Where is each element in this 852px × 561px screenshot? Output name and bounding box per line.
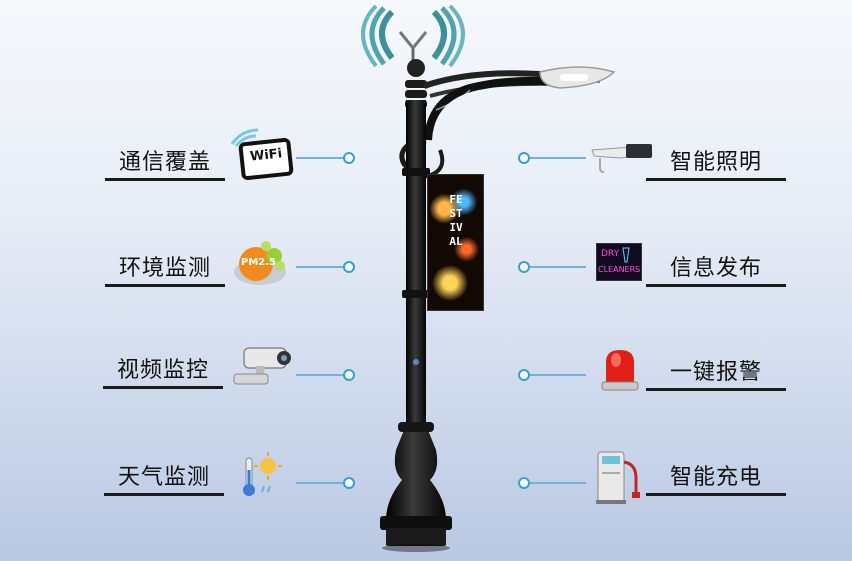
feature-label-communication: 通信覆盖 — [105, 144, 225, 181]
smart-pole — [361, 4, 616, 552]
streetlight-icon — [588, 140, 658, 176]
feature-label-environment: 环境监测 — [105, 250, 225, 287]
festival-banner: FESTIVAL — [427, 174, 484, 311]
connector-node — [518, 152, 530, 164]
antenna-icon — [361, 4, 465, 68]
led-sign-line1: DRY — [601, 249, 620, 259]
wifi-icon: WiFi — [228, 126, 294, 182]
feature-label-alarm: 一键报警 — [646, 354, 786, 391]
connector-line — [296, 482, 344, 484]
weather-icon — [238, 452, 282, 500]
led-sign-line2: CLEANERS — [598, 265, 641, 274]
feature-label-charging: 智能充电 — [646, 459, 786, 496]
charger-icon — [596, 448, 642, 506]
connector-line — [530, 157, 586, 159]
feature-label-lighting: 智能照明 — [646, 144, 786, 181]
connector-line — [296, 374, 344, 376]
connector-node — [343, 369, 355, 381]
led-sign-icon: DRY CLEANERS — [596, 243, 642, 281]
connector-node — [518, 477, 530, 489]
pm25-icon: PM2.5 — [230, 238, 290, 288]
connector-node — [343, 477, 355, 489]
feature-label-video: 视频监控 — [103, 352, 223, 389]
connector-node — [343, 152, 355, 164]
connector-line — [296, 266, 344, 268]
alarm-light-icon — [598, 346, 642, 394]
connector-line — [530, 266, 586, 268]
camera-icon — [230, 344, 294, 390]
banner-text: FESTIVAL — [449, 193, 463, 248]
pm25-icon-text: PM2.5 — [241, 257, 276, 268]
connector-node — [518, 261, 530, 273]
feature-label-info-release: 信息发布 — [646, 250, 786, 287]
connector-line — [530, 482, 586, 484]
connector-line — [530, 374, 586, 376]
feature-label-weather: 天气监测 — [104, 459, 224, 496]
connector-node — [518, 369, 530, 381]
connector-node — [343, 261, 355, 273]
connector-line — [296, 157, 344, 159]
